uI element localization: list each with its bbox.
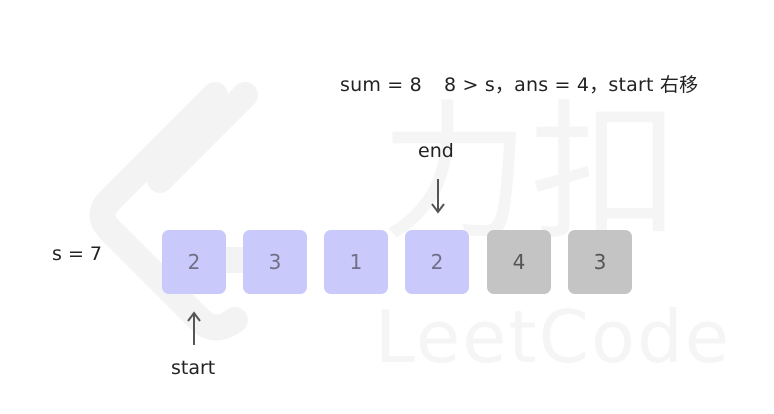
cell-value: 4 (512, 250, 526, 274)
cell-value: 1 (349, 250, 363, 274)
cell-value: 3 (593, 250, 607, 274)
array-cell: 3 (243, 230, 307, 294)
array-cell: 4 (487, 230, 551, 294)
watermark-text: LeetCode (375, 295, 731, 379)
cell-value: 2 (187, 250, 201, 274)
start-pointer-label: start (171, 357, 216, 379)
up-arrow-icon (187, 311, 201, 345)
target-sum-label: s = 7 (52, 243, 102, 265)
compare-text: 8 > s，ans = 4，start 右移 (443, 74, 699, 96)
cell-value: 2 (430, 250, 444, 274)
step-caption: sum = 8 8 > s，ans = 4，start 右移 (340, 70, 698, 97)
array-cell: 3 (568, 230, 632, 294)
cell-value: 3 (268, 250, 282, 274)
array-cell: 2 (162, 230, 226, 294)
sum-text: sum = 8 (340, 74, 422, 96)
down-arrow-icon (431, 179, 445, 214)
array-cell: 2 (405, 230, 469, 294)
array-cell: 1 (324, 230, 388, 294)
end-pointer-label: end (418, 140, 454, 162)
